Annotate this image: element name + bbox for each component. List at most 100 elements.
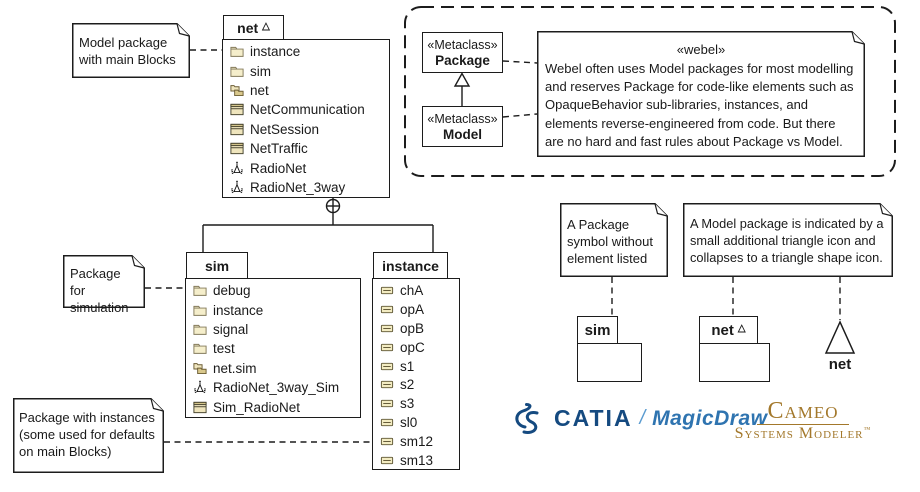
- block-icon: [229, 102, 245, 117]
- sim-package-tab[interactable]: sim: [186, 252, 248, 279]
- note-package-instances[interactable]: Package with instances (some used for de…: [13, 398, 164, 473]
- package-item[interactable]: sim: [223, 61, 389, 80]
- package-item[interactable]: RadioNet_3way_Sim: [186, 378, 360, 397]
- note-package-symbol[interactable]: A Package symbol without element listed: [560, 203, 668, 277]
- note-shape: [63, 255, 145, 308]
- instance-spec-icon: [379, 321, 395, 336]
- package-item-label: opC: [400, 339, 425, 355]
- note-model-symbol[interactable]: A Model package is indicated by a small …: [683, 203, 893, 277]
- note-text: A Package symbol without element listed: [567, 217, 653, 267]
- package-item[interactable]: opA: [373, 300, 459, 319]
- generalization-link: [453, 72, 471, 106]
- instance-package-tab[interactable]: instance: [373, 252, 448, 279]
- package-item-label: opB: [400, 320, 425, 336]
- net-package-tab[interactable]: net △: [223, 15, 284, 40]
- note-shape: [72, 23, 190, 78]
- instance-spec-icon: [379, 415, 395, 430]
- magicdraw-wordmark: MagicDraw: [652, 406, 768, 430]
- instance-spec-icon: [379, 453, 395, 468]
- block-icon: [229, 122, 245, 137]
- note-anchor-lines: [145, 49, 841, 443]
- package-item[interactable]: opC: [373, 338, 459, 357]
- package-item[interactable]: sm12: [373, 432, 459, 451]
- package-item-label: RadioNet: [250, 160, 307, 176]
- sim-collapsed-body[interactable]: [577, 343, 642, 382]
- folder-icon: [192, 283, 208, 298]
- containment-links: [202, 197, 434, 252]
- instance-spec-icon: [379, 396, 395, 411]
- trademark-symbol: ™: [863, 425, 872, 434]
- metaclass-package-box[interactable]: «Metaclass» Package: [422, 32, 503, 73]
- note-shape: [560, 203, 668, 277]
- note-model-package[interactable]: Model package with main Blocks: [72, 23, 190, 78]
- package-item[interactable]: sl0: [373, 413, 459, 432]
- folder-icon: [229, 64, 245, 79]
- package-item[interactable]: opB: [373, 319, 459, 338]
- package-item-label: instance: [250, 44, 301, 60]
- folder-icon: [192, 303, 208, 318]
- package-item[interactable]: s2: [373, 375, 459, 394]
- package-item-label: s2: [400, 377, 415, 393]
- package-item-label: sm12: [400, 434, 434, 450]
- cameo-wordmark: AMEO: [784, 403, 839, 422]
- net-triangle-label: net: [828, 356, 852, 373]
- package-item[interactable]: NetSession: [223, 120, 389, 139]
- instance-spec-icon: [379, 340, 395, 355]
- package-item[interactable]: Sim_RadioNet: [186, 397, 360, 416]
- package-item-label: sm13: [400, 452, 434, 468]
- package-item-label: instance: [213, 302, 264, 318]
- generalization-arrowhead-icon: [453, 72, 471, 87]
- package-item-label: s3: [400, 396, 415, 412]
- instance-spec-icon: [379, 302, 395, 317]
- net-collapsed-tab[interactable]: net △: [699, 316, 758, 344]
- package-item[interactable]: debug: [186, 281, 360, 300]
- net-collapsed-triangle-symbol[interactable]: [824, 320, 856, 354]
- metaclass-model-box[interactable]: «Metaclass» Model: [422, 106, 503, 147]
- package-item[interactable]: test: [186, 339, 360, 358]
- package-item[interactable]: NetTraffic: [223, 139, 389, 158]
- package-item[interactable]: instance: [186, 300, 360, 319]
- package-item[interactable]: RadioNet: [223, 158, 389, 177]
- folder-icon: [229, 44, 245, 59]
- package-item[interactable]: signal: [186, 320, 360, 339]
- package-item-label: debug: [213, 283, 251, 299]
- package-item-label: NetSession: [250, 121, 320, 137]
- package-item[interactable]: sm13: [373, 451, 459, 470]
- metaclass-name: Model: [443, 126, 482, 142]
- block-icon: [229, 141, 245, 156]
- package-item[interactable]: net: [223, 81, 389, 100]
- package-item-label: Sim_RadioNet: [213, 399, 301, 415]
- package-item[interactable]: net.sim: [186, 359, 360, 378]
- package-item-label: RadioNet_3way: [250, 179, 346, 195]
- package-item[interactable]: instance: [223, 42, 389, 61]
- package-item[interactable]: s3: [373, 394, 459, 413]
- note-text: Package for simulation: [70, 266, 129, 316]
- package-item[interactable]: chA: [373, 281, 459, 300]
- model-triangle-marker-icon: △: [262, 20, 270, 32]
- logo-divider: /: [639, 407, 646, 429]
- package-item-label: signal: [213, 321, 249, 337]
- model-triangle-marker-icon: △: [737, 323, 746, 334]
- folder-icon: [192, 341, 208, 356]
- sim-package-name: sim: [204, 257, 230, 274]
- package-item-label: NetTraffic: [250, 141, 308, 157]
- note-package-simulation[interactable]: Package for simulation: [63, 255, 145, 315]
- radio-net-icon: [229, 161, 245, 176]
- package-item[interactable]: s1: [373, 357, 459, 376]
- package-item[interactable]: RadioNet_3way: [223, 178, 389, 197]
- note-text: Package with instances (some used for de…: [19, 410, 155, 460]
- package-diagram-icon: [192, 361, 208, 376]
- package-item-label: sim: [250, 63, 271, 79]
- sim-collapsed-tab[interactable]: sim: [577, 316, 618, 344]
- cameo-line2: Systems Modeler: [734, 425, 864, 442]
- note-webel[interactable]: «webel» Webel often uses Model packages …: [537, 31, 865, 157]
- cameo-c-icon: C: [767, 398, 785, 424]
- net-collapsed-body[interactable]: [699, 343, 770, 382]
- package-item[interactable]: NetCommunication: [223, 100, 389, 119]
- package-item-label: sl0: [400, 415, 418, 431]
- package-item-label: test: [213, 341, 235, 357]
